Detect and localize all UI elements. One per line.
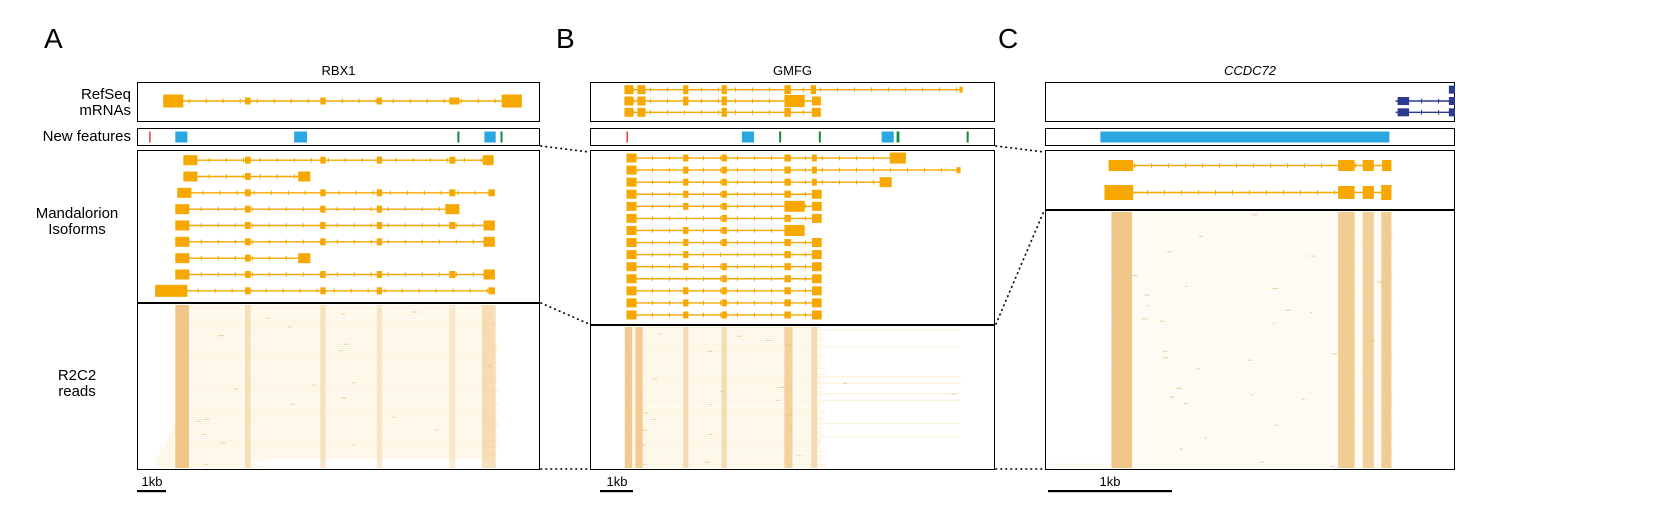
panel-b-scale-label: 1kb	[606, 474, 628, 489]
panel-B-refseq-models	[624, 85, 963, 117]
track-label-refseq-line2: mRNAs	[79, 102, 131, 119]
panel-C-mandalorion-models	[1104, 160, 1392, 200]
track-label-refseq-mrnas: RefSeq mRNAs	[0, 87, 131, 119]
panel-A-mandalorion-isoforms-box	[137, 150, 540, 303]
panel-b-label: B	[556, 23, 575, 54]
panel-C-new-features-marks	[1100, 131, 1390, 143]
panel-C-r2c2-reads-pile	[1049, 212, 1394, 468]
panel-B-scale-bar	[600, 490, 633, 493]
panel-C-refseq-mrnas-box	[1045, 82, 1455, 122]
panel-A-new-features-marks	[149, 131, 503, 143]
panel-a-scale-label: 1kb	[141, 474, 163, 489]
track-label-mandalorion-isoforms: Mandalorion Isoforms	[22, 206, 132, 238]
panel-B-r2c2-reads-pile	[623, 327, 961, 468]
track-label-new-features: New features	[42, 128, 131, 145]
panel-c-label: C	[998, 23, 1019, 54]
panel-A-mandalorion-models	[155, 155, 495, 297]
panel-B-tracks	[590, 82, 995, 493]
panel-b-gene-title: GMFG	[773, 63, 812, 78]
panel-A-refseq-models	[163, 94, 522, 108]
track-label-isoforms-line1: Mandalorion	[35, 205, 119, 222]
panel-C-scale-bar	[1048, 490, 1172, 493]
panel-B-mandalorion-isoforms-box	[590, 150, 995, 325]
track-label-reads-line1: R2C2	[57, 367, 97, 384]
panel-A-r2c2-reads-pile	[156, 305, 500, 468]
panel-c-scale-label: 1kb	[1099, 474, 1121, 489]
panel-A-new-features-box	[137, 128, 540, 146]
zoom-connector-dotted-line	[995, 210, 1045, 325]
zoom-connector-dotted-line	[540, 302, 590, 325]
panel-A-tracks	[137, 82, 540, 493]
panel-C-mandalorion-isoforms-box	[1045, 150, 1455, 210]
track-label-reads-line2: reads	[58, 383, 96, 400]
panel-c-gene-title: CCDC72	[1223, 63, 1276, 78]
panel-C-tracks	[1045, 82, 1455, 493]
panel-a-label: A	[44, 23, 63, 54]
zoom-connector-dotted-line	[540, 145, 590, 153]
panel-B-new-features-marks	[626, 131, 969, 143]
track-label-isoforms-line2: Isoforms	[48, 221, 106, 238]
track-label-r2c2-reads: R2C2 reads	[22, 368, 132, 400]
panel-A-refseq-mrnas-box	[137, 82, 540, 122]
panel-B-new-features-box	[590, 128, 995, 146]
panel-A-scale-bar	[137, 490, 166, 493]
panel-a-gene-title: RBX1	[321, 63, 356, 78]
panel-B-mandalorion-models	[626, 152, 961, 320]
panel-C-refseq-models	[1395, 85, 1455, 117]
zoom-connector-dotted-line	[995, 145, 1045, 153]
track-label-refseq-line1: RefSeq	[80, 86, 131, 103]
